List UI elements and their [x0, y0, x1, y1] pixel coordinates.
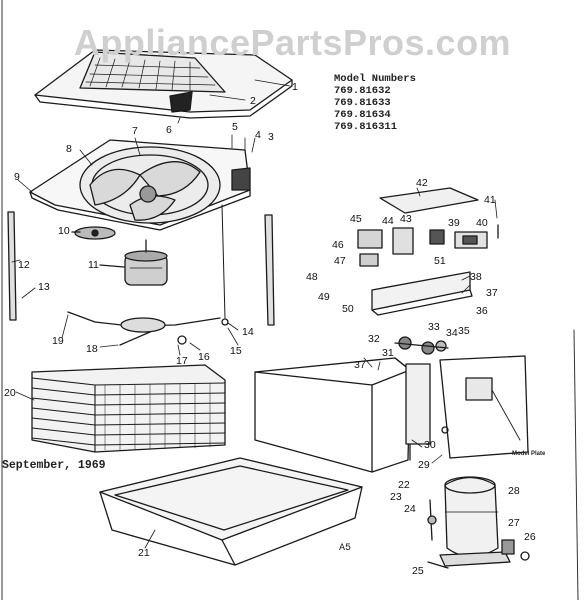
callout-3: 3 — [268, 131, 274, 143]
callout-38: 38 — [470, 271, 482, 283]
callout-9: 9 — [14, 171, 20, 183]
callout-7: 7 — [132, 125, 138, 137]
terminal-cover — [501, 539, 530, 561]
callout-18: 18 — [86, 343, 98, 355]
callout-47: 47 — [334, 255, 346, 267]
callout-19: 19 — [52, 335, 64, 347]
callout-43: 43 — [400, 213, 412, 225]
capacitor-strap — [119, 331, 187, 346]
relay — [357, 229, 383, 267]
diagram-date: September, 1969 — [2, 459, 106, 472]
cabinet-panel — [254, 357, 431, 473]
callout-35: 35 — [458, 325, 470, 337]
model-plate-label: Model Plate — [512, 451, 546, 457]
leader-lines — [11, 79, 498, 549]
model-number-2: 769.81633 — [334, 97, 391, 109]
compressor — [439, 476, 511, 567]
callout-24: 24 — [404, 503, 416, 515]
callout-44: 44 — [382, 215, 394, 227]
callout-2: 2 — [250, 95, 256, 107]
callout-37: 37 — [486, 287, 498, 299]
callout-29: 29 — [418, 459, 430, 471]
callout-28: 28 — [508, 485, 520, 497]
callout-32: 32 — [368, 333, 380, 345]
callout-27: 27 — [508, 517, 520, 529]
callout-40: 40 — [476, 217, 488, 229]
support-rod — [221, 204, 226, 319]
callout-8: 8 — [66, 143, 72, 155]
callout-34: 34 — [446, 327, 458, 339]
callout-22: 22 — [398, 479, 410, 491]
base-pan — [99, 457, 363, 566]
model-numbers-heading: Model Numbers — [334, 73, 416, 85]
control-box-cover — [379, 187, 479, 214]
callout-42: 42 — [416, 177, 428, 189]
callout-26: 26 — [524, 531, 536, 543]
fan-motor — [124, 239, 168, 286]
callout-23: 23 — [390, 491, 402, 503]
corner-brace-left — [7, 211, 17, 321]
callout-46: 46 — [332, 239, 344, 251]
callout-36: 36 — [476, 305, 488, 317]
callout-41: 41 — [484, 194, 496, 206]
callout-14: 14 — [242, 326, 254, 338]
callout-37-b: 37 — [354, 359, 366, 371]
leader-11 — [99, 264, 125, 268]
top-cover-shroud — [34, 49, 293, 119]
callout-20: 20 — [4, 387, 16, 399]
compressor-mount-bolts — [427, 499, 449, 569]
service-valves — [394, 336, 449, 355]
motor-mount-bracket — [67, 311, 221, 333]
callout-25: 25 — [412, 565, 424, 577]
callout-30: 30 — [424, 439, 436, 451]
callout-51: 51 — [434, 255, 446, 267]
callout-4: 4 — [255, 129, 261, 141]
corner-brace-right — [264, 214, 275, 326]
support-rod-nut — [221, 318, 229, 326]
model-number-1: 769.81632 — [334, 85, 391, 97]
callout-6: 6 — [166, 124, 172, 136]
fan-blade — [74, 226, 116, 240]
right-scan-edge — [573, 329, 579, 600]
control-box-bracket — [371, 271, 473, 316]
callout-10: 10 — [58, 225, 70, 237]
callout-1: 1 — [292, 81, 298, 93]
capacitor — [454, 224, 499, 249]
side-panel — [439, 355, 529, 459]
callout-numbers: 1 2 3 4 5 6 7 8 9 10 11 12 13 14 15 16 1… — [4, 81, 536, 577]
page-identifier: A5 — [339, 543, 352, 554]
callout-39: 39 — [448, 217, 460, 229]
callout-21: 21 — [138, 547, 150, 559]
callout-15: 15 — [230, 345, 242, 357]
callout-49: 49 — [318, 291, 330, 303]
callout-12: 12 — [18, 259, 30, 271]
site-watermark: AppliancePartsPros.com — [73, 22, 512, 63]
condenser-coil — [31, 364, 226, 453]
callout-31: 31 — [382, 347, 394, 359]
model-numbers-block: Model Numbers 769.81632 769.81633 769.81… — [334, 73, 416, 133]
callout-5: 5 — [232, 121, 238, 133]
fan-orifice-plate — [29, 139, 251, 231]
callout-50: 50 — [342, 303, 354, 315]
callout-16: 16 — [198, 351, 210, 363]
callout-48: 48 — [306, 271, 318, 283]
callout-17: 17 — [176, 355, 188, 367]
callout-13: 13 — [38, 281, 50, 293]
model-number-4: 769.816311 — [334, 121, 398, 133]
callout-45: 45 — [350, 213, 362, 225]
callout-33: 33 — [428, 321, 440, 333]
model-number-3: 769.81634 — [334, 109, 391, 121]
callout-11: 11 — [88, 259, 99, 271]
contactor — [392, 227, 445, 255]
